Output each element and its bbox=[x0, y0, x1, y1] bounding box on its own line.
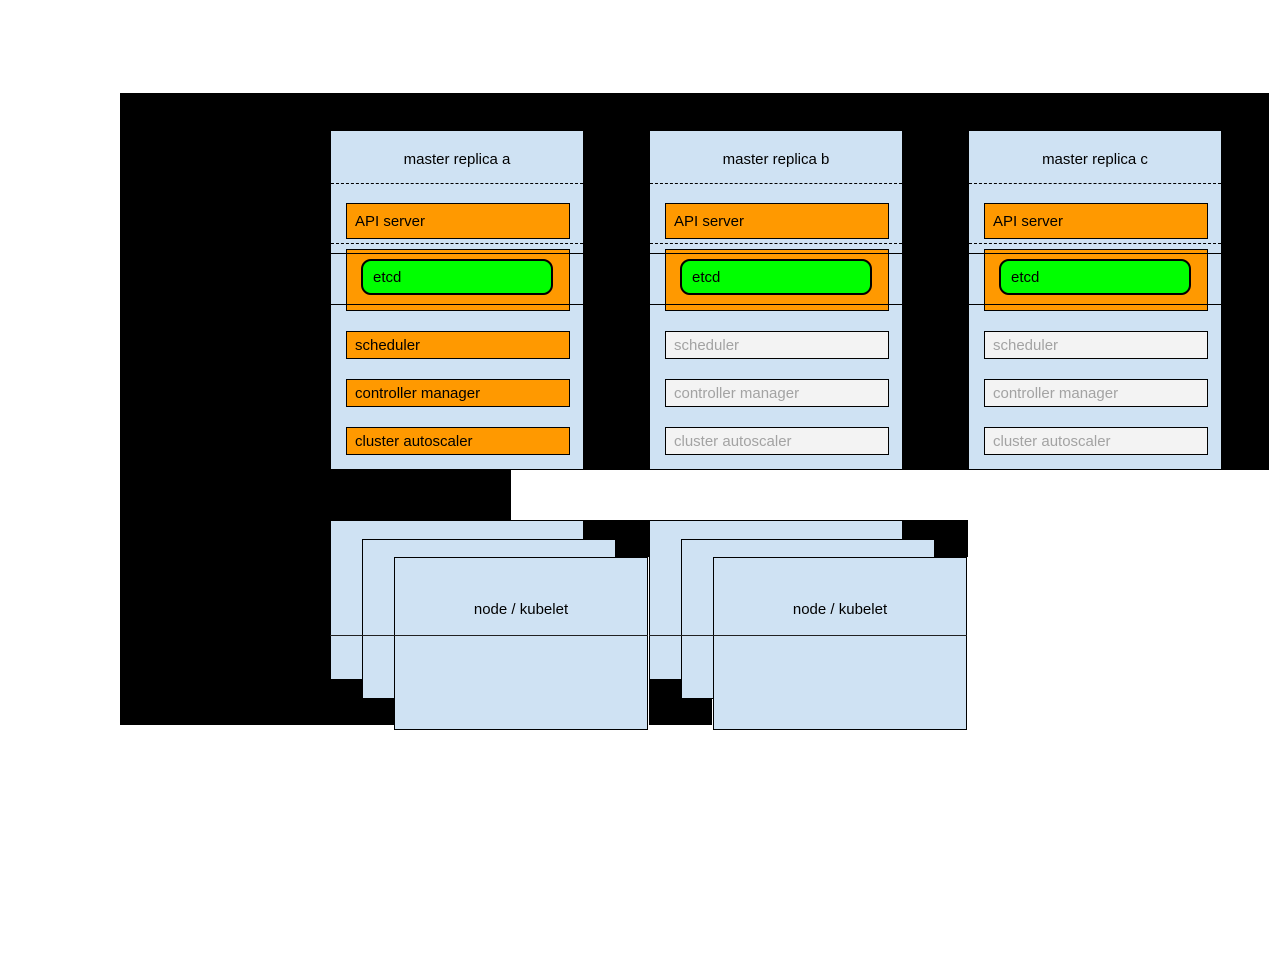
title-divider-dashed bbox=[331, 183, 583, 184]
etcd-ring-line-bottom bbox=[331, 304, 583, 305]
cluster-autoscaler-box: cluster autoscaler bbox=[346, 427, 570, 455]
title-divider-dashed bbox=[650, 183, 902, 184]
api-server-box: API server bbox=[665, 203, 889, 239]
node-divider-line bbox=[330, 635, 648, 636]
node-title: node / kubelet bbox=[792, 601, 888, 618]
node-title: node / kubelet bbox=[473, 601, 569, 618]
controller-manager-box-inactive: controller manager bbox=[665, 379, 889, 407]
api-divider-dashed bbox=[650, 243, 902, 244]
cluster-autoscaler-box-inactive: cluster autoscaler bbox=[984, 427, 1208, 455]
master-replica-b-panel: master replica b API server etcd schedul… bbox=[649, 130, 903, 470]
title-divider-dashed bbox=[969, 183, 1221, 184]
controller-manager-box-inactive: controller manager bbox=[984, 379, 1208, 407]
node-box-front: node / kubelet bbox=[394, 557, 648, 730]
controller-manager-box: controller manager bbox=[346, 379, 570, 407]
etcd-ring-line-bottom bbox=[969, 304, 1221, 305]
node-stack-2: node / kubelet bbox=[649, 520, 967, 730]
etcd-box: etcd bbox=[999, 259, 1191, 295]
api-divider-dashed bbox=[331, 243, 583, 244]
master-replica-b-title: master replica b bbox=[722, 151, 830, 168]
etcd-ring-line-top bbox=[650, 253, 902, 254]
node-stack-1: node / kubelet bbox=[330, 520, 648, 730]
etcd-box: etcd bbox=[361, 259, 553, 295]
etcd-ring-line-bottom bbox=[650, 304, 902, 305]
scheduler-box-inactive: scheduler bbox=[984, 331, 1208, 359]
api-divider-dashed bbox=[969, 243, 1221, 244]
master-replica-a-title: master replica a bbox=[403, 151, 511, 168]
node-divider-line bbox=[649, 635, 967, 636]
scheduler-box-inactive: scheduler bbox=[665, 331, 889, 359]
etcd-ring-line-top bbox=[331, 253, 583, 254]
etcd-box: etcd bbox=[680, 259, 872, 295]
api-server-box: API server bbox=[984, 203, 1208, 239]
cluster-autoscaler-box-inactive: cluster autoscaler bbox=[665, 427, 889, 455]
master-replica-c-panel: master replica c API server etcd schedul… bbox=[968, 130, 1222, 470]
etcd-ring-line-top bbox=[969, 253, 1221, 254]
node-box-front: node / kubelet bbox=[713, 557, 967, 730]
scheduler-box: scheduler bbox=[346, 331, 570, 359]
master-replica-c-title: master replica c bbox=[1042, 151, 1148, 168]
api-server-box: API server bbox=[346, 203, 570, 239]
master-replica-a-panel: master replica a API server etcd schedul… bbox=[330, 130, 584, 470]
